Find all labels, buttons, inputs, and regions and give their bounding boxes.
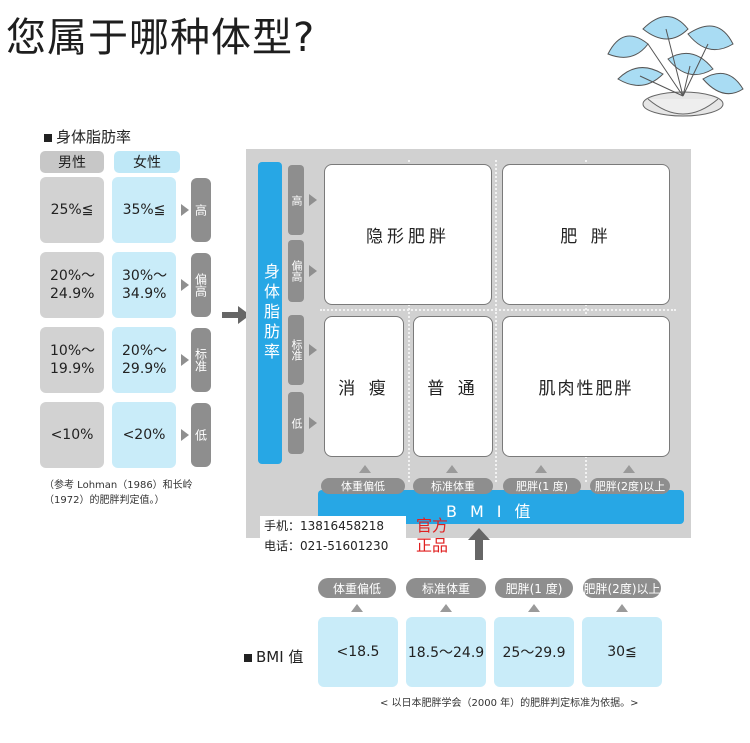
arrow-up-icon [616,604,628,612]
female-fat-high: 35%≦ [112,177,176,243]
bmi-value-underweight: <18.5 [318,617,398,687]
fat-level-standard: 标准 [191,328,211,392]
bmi-value-obese-1: 25～29.9 [494,617,574,687]
arrow-up-icon [359,465,371,473]
male-fat-slightly-high: 20%～ 24.9% [40,252,104,318]
page-title: 您属于哪种体型? [6,15,316,61]
bmi-pill-underweight: 体重偏低 [321,478,405,494]
bmi-section-title: BMI 值 [244,646,303,667]
arrow-up-icon [528,604,540,612]
bmi-reference-note: < 以日本肥胖学会（2000 年）的肥胖判定标准为依据。> [380,698,639,709]
fat-level-low: 低 [191,403,211,467]
fat-level-slightly-high: 偏高 [191,253,211,317]
bmi-category-obese-2: 肥胖(2度)以上 [583,578,661,598]
arrow-right-icon [181,354,189,366]
bmi-category-standard: 标准体重 [406,578,486,598]
plant-illustration [607,16,744,117]
arrow-right-icon [309,265,317,277]
bmi-pill-standard: 标准体重 [413,478,493,494]
phone-number: 13816458218 [300,519,384,533]
telephone-number: 021-51601230 [300,539,389,553]
arrow-up-icon [535,465,547,473]
matrix-level-slightly-high: 偏高 [288,240,304,302]
bmi-category-obese-1: 肥胖(1 度) [495,578,573,598]
thin-box: 消 瘦 [324,316,404,457]
bmi-category-underweight: 体重偏低 [318,578,396,598]
grid-divider [495,160,497,482]
arrow-right-icon [309,194,317,206]
arrow-right-icon [181,279,189,291]
muscular-obesity-box: 肌肉性肥胖 [502,316,670,457]
matrix-level-high: 高 [288,165,304,235]
male-fat-low: <10% [40,402,104,468]
female-fat-low: <20% [112,402,176,468]
arrow-right-icon [181,204,189,216]
female-header: 女性 [114,151,180,173]
arrow-up-icon [623,465,635,473]
arrow-right-icon [181,429,189,441]
fat-level-high: 高 [191,178,211,242]
bmi-axis-label: BMI值 [446,502,544,521]
arrow-right-icon [222,306,250,324]
bmi-pill-obese-2: 肥胖(2度)以上 [590,478,670,494]
official-tag: 官方 正品 [416,516,449,555]
arrow-right-icon [309,344,317,356]
square-bullet-icon [244,653,252,662]
arrow-up-icon [446,465,458,473]
male-fat-high: 25%≦ [40,177,104,243]
body-fat-axis-label: 身体脂肪率 [258,162,282,464]
arrow-up-icon [351,604,363,612]
grid-divider [320,309,676,311]
hidden-obesity-box: 隐形肥胖 [324,164,492,305]
body-fat-reference-note: （参考 Lohman（1986）和长岭（1972）的肥胖判定值。） [44,480,193,506]
male-header: 男性 [40,151,104,173]
bmi-value-obese-2: 30≦ [582,617,662,687]
bmi-value-standard: 18.5～24.9 [406,617,486,687]
body-fat-section-title: 身体脂肪率 [44,126,131,147]
normal-box: 普 通 [413,316,493,457]
female-fat-standard: 20%～ 29.9% [112,327,176,393]
obesity-box: 肥 胖 [502,164,670,305]
female-fat-slightly-high: 30%～ 34.9% [112,252,176,318]
arrow-up-icon [468,528,490,560]
arrow-right-icon [309,417,317,429]
bmi-pill-obese-1: 肥胖(1 度) [503,478,581,494]
matrix-level-low: 低 [288,392,304,454]
contact-info: 手机：13816458218 电话：021-51601230 [260,516,406,558]
male-fat-standard: 10%～ 19.9% [40,327,104,393]
grid-divider [408,160,410,482]
matrix-level-standard: 标准 [288,315,304,385]
arrow-up-icon [440,604,452,612]
square-bullet-icon [44,133,52,142]
